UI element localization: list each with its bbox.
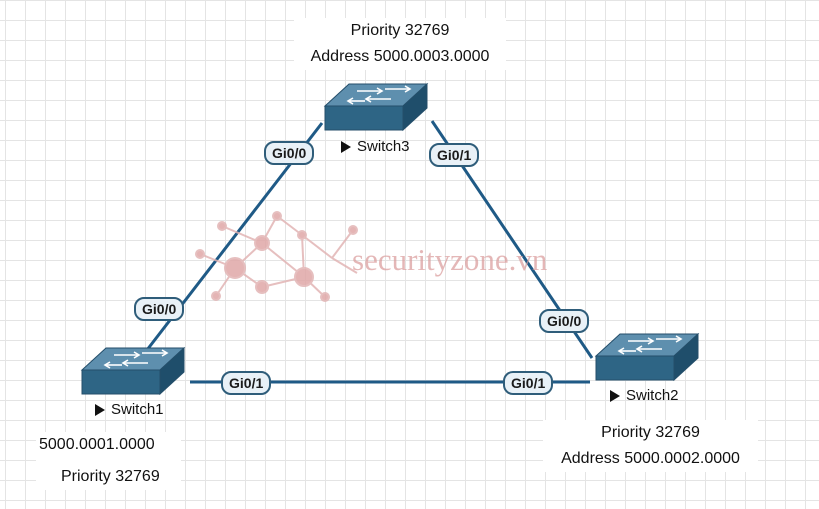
port-s3-gi0-0[interactable]: Gi0/0 xyxy=(264,141,315,165)
play-icon xyxy=(341,140,351,153)
switch1-icon[interactable] xyxy=(81,347,185,395)
switch1-address: 5000.0001.0000 xyxy=(39,436,155,453)
switch3-name: Switch3 xyxy=(357,138,410,155)
watermark-text: securityzone.vn xyxy=(352,242,548,277)
switch1-label[interactable]: Switch1 xyxy=(95,401,164,418)
port-s2-gi0-1[interactable]: Gi0/1 xyxy=(503,371,554,395)
switch3-address: Address 5000.0003.0000 xyxy=(310,48,490,65)
port-s1-gi0-0[interactable]: Gi0/0 xyxy=(134,297,185,321)
switch3-info: Priority 32769 Address 5000.0003.0000 xyxy=(294,18,506,70)
play-icon xyxy=(610,389,620,402)
switch2-address: Address 5000.0002.0000 xyxy=(561,450,740,467)
switch1-name: Switch1 xyxy=(111,401,164,418)
switch2-name: Switch2 xyxy=(626,387,679,404)
switch2-info: Priority 32769 Address 5000.0002.0000 xyxy=(543,420,758,472)
switch3-priority: Priority 32769 xyxy=(350,22,450,39)
switch2-priority: Priority 32769 xyxy=(601,424,700,441)
port-s1-gi0-1[interactable]: Gi0/1 xyxy=(221,371,272,395)
switch3-icon[interactable] xyxy=(324,83,428,131)
play-icon xyxy=(95,403,105,416)
switch1-info: 5000.0001.0000 Priority 32769 xyxy=(36,432,181,490)
switch3-label[interactable]: Switch3 xyxy=(341,138,410,155)
switch2-label[interactable]: Switch2 xyxy=(610,387,679,404)
switch1-priority: Priority 32769 xyxy=(61,468,160,485)
switch2-icon[interactable] xyxy=(595,333,699,381)
port-s3-gi0-1[interactable]: Gi0/1 xyxy=(429,143,480,167)
watermark-logo xyxy=(195,211,358,302)
port-s2-gi0-0[interactable]: Gi0/0 xyxy=(539,309,590,333)
